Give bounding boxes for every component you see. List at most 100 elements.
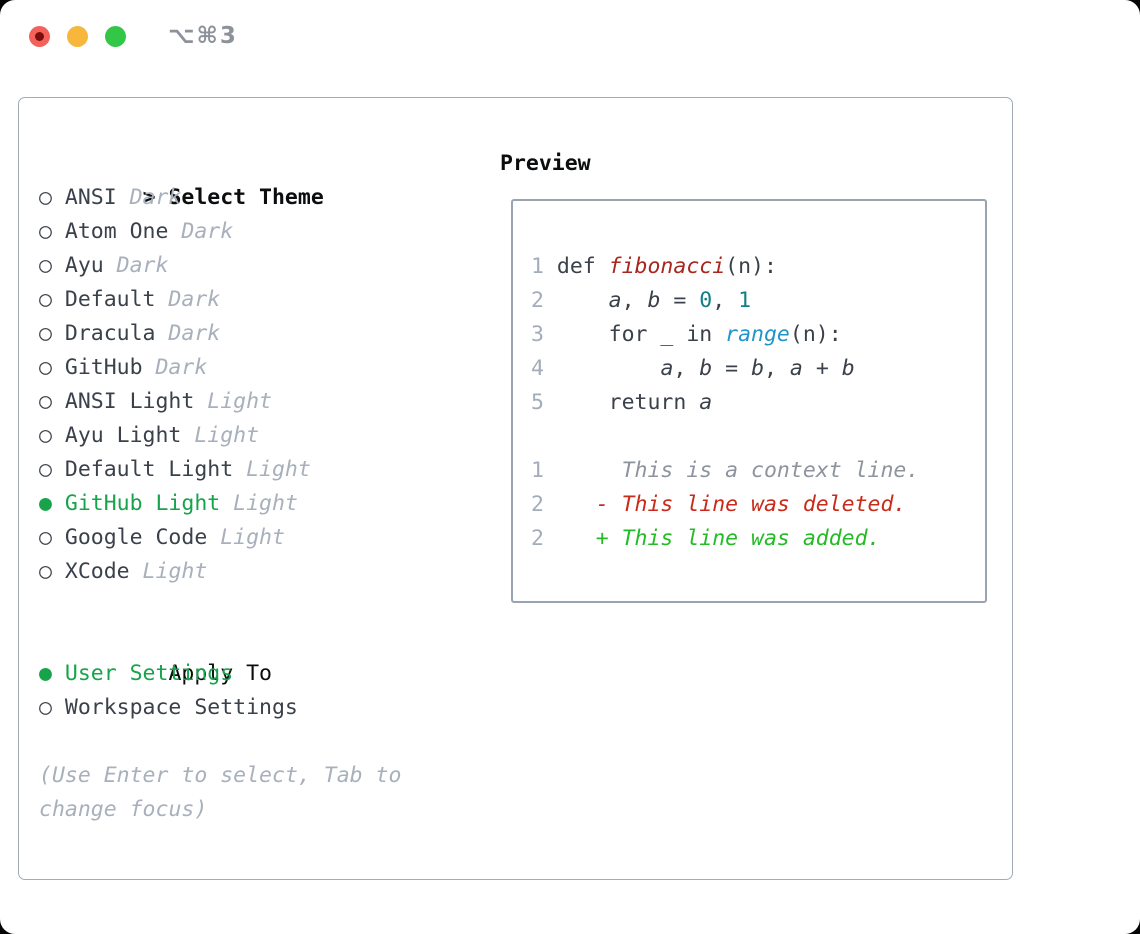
zoom-button[interactable]	[105, 26, 126, 47]
theme-name: XCode	[64, 559, 130, 584]
code-token: a	[608, 288, 622, 313]
code-token: range	[725, 322, 790, 347]
minimize-button[interactable]	[67, 26, 88, 47]
theme-name: Google Code	[64, 525, 208, 550]
apply-option-list: ● User Settings ○ Workspace Settings	[39, 657, 500, 725]
radio-icon: ○	[39, 389, 52, 414]
radio-icon: ○	[39, 219, 52, 244]
code-token: b	[841, 356, 855, 381]
theme-option-github[interactable]: ○ GitHub Dark	[39, 351, 500, 385]
theme-name: Default	[64, 287, 156, 312]
theme-name: Ayu Light	[64, 423, 182, 448]
code-line: 2 + This line was added.	[531, 522, 985, 556]
code-line: 3 for _ in range(n):	[531, 318, 985, 352]
code-token: ,	[712, 288, 739, 313]
code-token: This is a context line.	[556, 458, 920, 483]
radio-icon: ○	[39, 559, 52, 584]
code-token: 0	[699, 288, 713, 313]
code-token	[557, 288, 609, 313]
radio-icon: ○	[39, 185, 52, 210]
code-token: - This line was deleted.	[556, 492, 907, 517]
radio-icon: ●	[39, 491, 52, 516]
spacer	[39, 725, 500, 759]
code-token: (n):	[725, 254, 777, 279]
radio-icon: ○	[39, 695, 52, 720]
code-token: for _ in	[556, 322, 726, 347]
code-token: =	[712, 356, 752, 381]
code-line: 5 return a	[531, 386, 985, 420]
apply-to-heading: Apply To	[168, 661, 272, 686]
code-token: 1	[738, 288, 752, 313]
theme-option-github-light[interactable]: ● GitHub Light Light	[39, 487, 500, 521]
radio-icon: ○	[39, 287, 52, 312]
theme-list-column: >Select Theme ○ANSI Dark○Atom One Dark○A…	[39, 147, 500, 827]
theme-name: Ayu	[64, 253, 104, 278]
radio-icon: ●	[39, 661, 52, 686]
theme-name: ANSI	[64, 185, 117, 210]
theme-name: GitHub	[64, 355, 143, 380]
code-token: b	[699, 356, 713, 381]
theme-name: ANSI Light	[64, 389, 195, 414]
preview-heading: Preview	[500, 151, 591, 176]
traffic-lights	[29, 26, 126, 47]
theme-option-xcode[interactable]: ○ XCode Light	[39, 555, 500, 589]
focus-caret-icon: >	[142, 185, 156, 210]
theme-variant-label: Dark	[116, 185, 182, 210]
theme-variant-label: Dark	[155, 287, 221, 312]
line-number: 2	[531, 288, 544, 313]
theme-option-default[interactable]: ○ Default Dark	[39, 283, 500, 317]
theme-variant-label: Dark	[155, 321, 221, 346]
apply-to-heading-row: Apply To	[39, 623, 500, 686]
line-number: 4	[531, 356, 544, 381]
theme-variant-label: Dark	[168, 219, 234, 244]
theme-name: GitHub Light	[64, 491, 221, 516]
apply-option-workspace-settings[interactable]: ○ Workspace Settings	[39, 691, 500, 725]
code-token: a	[789, 356, 803, 381]
code-token: a	[699, 390, 713, 415]
window-title: ⌥⌘3	[168, 23, 238, 49]
theme-variant-label: Dark	[142, 355, 208, 380]
unsaved-dot-icon	[35, 32, 44, 41]
theme-name: Default Light	[64, 457, 234, 482]
apply-option-user-settings[interactable]: ● User Settings	[39, 657, 500, 691]
line-number: 5	[531, 390, 544, 415]
theme-variant-label: Light	[129, 559, 208, 584]
radio-icon: ○	[39, 355, 52, 380]
theme-variant-label: Light	[220, 491, 298, 516]
select-theme-heading: Select Theme	[168, 185, 324, 210]
radio-icon: ○	[39, 321, 52, 346]
apply-option-label: User Settings	[64, 661, 234, 686]
theme-option-atom-one[interactable]: ○ Atom One Dark	[39, 215, 500, 249]
code-token: fibonacci	[608, 254, 726, 279]
theme-variant-label: Light	[207, 525, 285, 550]
theme-option-default-light[interactable]: ○Default Light Light	[39, 453, 500, 487]
theme-name: Atom One	[64, 219, 169, 244]
line-number: 2	[531, 526, 544, 551]
code-token: return	[556, 390, 700, 415]
theme-option-dracula[interactable]: ○Dracula Dark	[39, 317, 500, 351]
code-token: b	[647, 288, 661, 313]
theme-option-ayu-light[interactable]: ○Ayu Light Light	[39, 419, 500, 453]
apply-option-label: Workspace Settings	[64, 695, 298, 720]
code-token: +	[802, 356, 842, 381]
theme-picker-panel: >Select Theme ○ANSI Dark○Atom One Dark○A…	[18, 97, 1013, 880]
line-number: 2	[531, 492, 544, 517]
radio-icon: ○	[39, 457, 52, 482]
theme-option-ayu[interactable]: ○Ayu Dark	[39, 249, 500, 283]
title-bar: ⌥⌘3	[0, 0, 1140, 72]
code-token: (n):	[789, 322, 842, 347]
spacer	[39, 589, 500, 623]
code-token: ,	[673, 356, 700, 381]
theme-option-google-code[interactable]: ○Google Code Light	[39, 521, 500, 555]
line-number: 3	[531, 322, 544, 347]
theme-list: ○ANSI Dark○Atom One Dark○Ayu Dark○Defaul…	[39, 181, 500, 589]
code-line: 1 This is a context line.	[531, 454, 985, 488]
code-line: 2 a, b = 0, 1	[531, 284, 985, 318]
close-button[interactable]	[29, 26, 50, 47]
theme-option-ansi[interactable]: ○ ANSI Dark	[39, 181, 500, 215]
theme-option-ansi-light[interactable]: ○ANSI Light Light	[39, 385, 500, 419]
